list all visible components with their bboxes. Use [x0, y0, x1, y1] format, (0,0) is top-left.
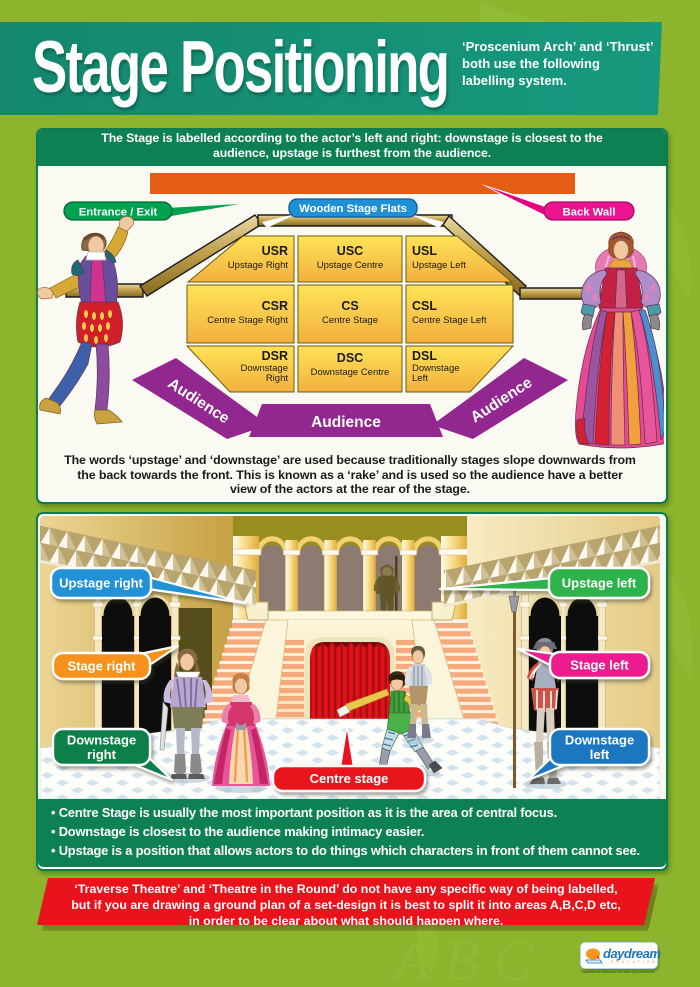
- svg-text:Centre Stage Right: Centre Stage Right: [207, 315, 288, 326]
- svg-text:Downstage Centre: Downstage Centre: [311, 367, 390, 378]
- svg-text:Left: Left: [412, 373, 428, 384]
- svg-text:USR: USR: [262, 244, 288, 258]
- svg-text:CSR: CSR: [262, 299, 288, 313]
- svg-text:CS: CS: [341, 299, 358, 313]
- svg-text:DSC: DSC: [337, 351, 363, 365]
- svg-text:left: left: [590, 747, 610, 762]
- svg-text:Upstage left: Upstage left: [562, 576, 637, 591]
- svg-text:Upstage Left: Upstage Left: [412, 260, 466, 271]
- svg-text:Stage left: Stage left: [570, 658, 629, 673]
- svg-text:Downstage: Downstage: [240, 363, 288, 374]
- svg-text:Centre Stage: Centre Stage: [322, 315, 378, 326]
- svg-text:Downstage: Downstage: [67, 732, 136, 747]
- svg-text:Wooden Stage Flats: Wooden Stage Flats: [299, 203, 407, 215]
- svg-text:Centre stage: Centre stage: [310, 771, 389, 786]
- svg-text:DSL: DSL: [412, 349, 437, 363]
- svg-text:Stage right: Stage right: [68, 659, 137, 674]
- svg-text:A B C: A B C: [391, 928, 534, 987]
- svg-text:Centre Stage Left: Centre Stage Left: [412, 315, 487, 326]
- svg-text:Upstage right: Upstage right: [59, 576, 143, 591]
- svg-text:USC: USC: [337, 244, 363, 258]
- svg-text:Right: Right: [266, 373, 289, 384]
- svg-text:Entrance / Exit: Entrance / Exit: [79, 207, 158, 219]
- svg-text:Downstage: Downstage: [412, 363, 460, 374]
- svg-text:CSL: CSL: [412, 299, 437, 313]
- svg-text:Upstage Centre: Upstage Centre: [317, 260, 384, 271]
- svg-text:DSR: DSR: [262, 349, 288, 363]
- svg-text:USL: USL: [412, 244, 437, 258]
- svg-text:Back Wall: Back Wall: [563, 207, 616, 219]
- svg-text:Audience: Audience: [311, 414, 381, 431]
- svg-text:Downstage: Downstage: [565, 732, 634, 747]
- svg-text:right: right: [87, 747, 117, 762]
- svg-text:Upstage Right: Upstage Right: [228, 260, 289, 271]
